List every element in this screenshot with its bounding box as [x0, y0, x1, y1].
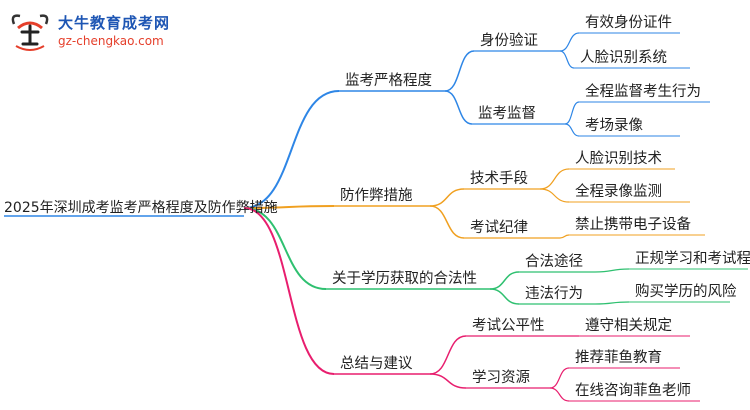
edge-subtopic-to-leaf: [539, 188, 570, 203]
leaf-node[interactable]: 禁止携带电子设备: [575, 216, 691, 233]
edge-subtopic-to-leaf: [549, 387, 570, 402]
edge-branch-to-subtopic: [429, 373, 467, 389]
edge-root-to-branch: [243, 90, 340, 209]
logo-name: 大牛教育成考网: [58, 14, 171, 32]
leaf-node[interactable]: 全程监督考生行为: [585, 82, 701, 100]
leaf-node[interactable]: 人脸识别系统: [580, 49, 667, 66]
subtopic-node[interactable]: 合法途径: [525, 253, 583, 270]
edge-subtopic-to-leaf: [559, 50, 575, 69]
edge-root-to-branch: [243, 207, 335, 375]
subtopic-node[interactable]: 学习资源: [472, 369, 530, 386]
leaf-node[interactable]: 全程录像监测: [575, 182, 662, 200]
edge-branch-to-subtopic: [489, 271, 520, 290]
edge-subtopic-to-leaf: [559, 32, 580, 52]
mindmap-nodes: 2025年深圳成考监考严格程度及防作弊措施 监考严格程度 身份验证 有效身份证件人脸识…: [4, 14, 750, 399]
edge-root-to-branch: [243, 205, 335, 209]
edge-branch-to-subtopic: [429, 205, 465, 239]
mindmap-edges: [4, 32, 748, 402]
bull-logo-icon: [11, 14, 49, 51]
root-node[interactable]: 2025年深圳成考监考严格程度及防作弊措施: [4, 200, 278, 216]
edge-subtopic-to-leaf: [564, 101, 580, 125]
edge-subtopic-to-leaf: [594, 268, 630, 273]
branch-node[interactable]: 防作弊措施: [340, 187, 413, 204]
leaf-node[interactable]: 购买学历的风险: [635, 283, 737, 300]
leaf-node[interactable]: 有效身份证件: [585, 14, 672, 31]
edge-branch-to-subtopic: [444, 50, 475, 92]
leaf-node[interactable]: 推荐菲鱼教育: [575, 348, 662, 366]
branch-node[interactable]: 总结与建议: [340, 355, 413, 372]
branch-node[interactable]: 监考严格程度: [345, 72, 432, 89]
leaf-node[interactable]: 人脸识别技术: [575, 150, 662, 167]
leaf-node[interactable]: 在线咨询菲鱼老师: [575, 381, 691, 399]
subtopic-node[interactable]: 考试纪律: [470, 219, 528, 236]
leaf-node[interactable]: 遵守相关规定: [585, 317, 672, 334]
leaf-node[interactable]: 正规学习和考试程序: [635, 250, 750, 267]
edge-root-to-branch: [243, 207, 327, 290]
subtopic-node[interactable]: 考试公平性: [472, 317, 545, 334]
subtopic-node[interactable]: 技术手段: [470, 170, 528, 187]
site-logo[interactable]: 大牛教育成考网 gz-chengkao.com: [8, 10, 208, 54]
edge-subtopic-to-leaf: [539, 168, 570, 190]
logo-url: gz-chengkao.com: [58, 34, 164, 48]
branch-node[interactable]: 关于学历获取的合法性: [332, 270, 477, 287]
edge-branch-to-subtopic: [444, 90, 473, 125]
edge-subtopic-to-leaf: [564, 123, 580, 137]
edge-branch-to-subtopic: [489, 288, 520, 305]
subtopic-node[interactable]: 身份验证: [480, 32, 538, 49]
leaf-node[interactable]: 考场录像: [585, 117, 643, 134]
edge-branch-to-subtopic: [429, 335, 467, 375]
edge-subtopic-to-leaf: [549, 367, 570, 389]
edge-subtopic-to-leaf: [559, 234, 570, 239]
subtopic-node[interactable]: 违法行为: [525, 285, 583, 302]
subtopic-node[interactable]: 监考监督: [478, 105, 536, 122]
edge-branch-to-subtopic: [429, 188, 465, 207]
edge-subtopic-to-leaf: [594, 301, 630, 305]
